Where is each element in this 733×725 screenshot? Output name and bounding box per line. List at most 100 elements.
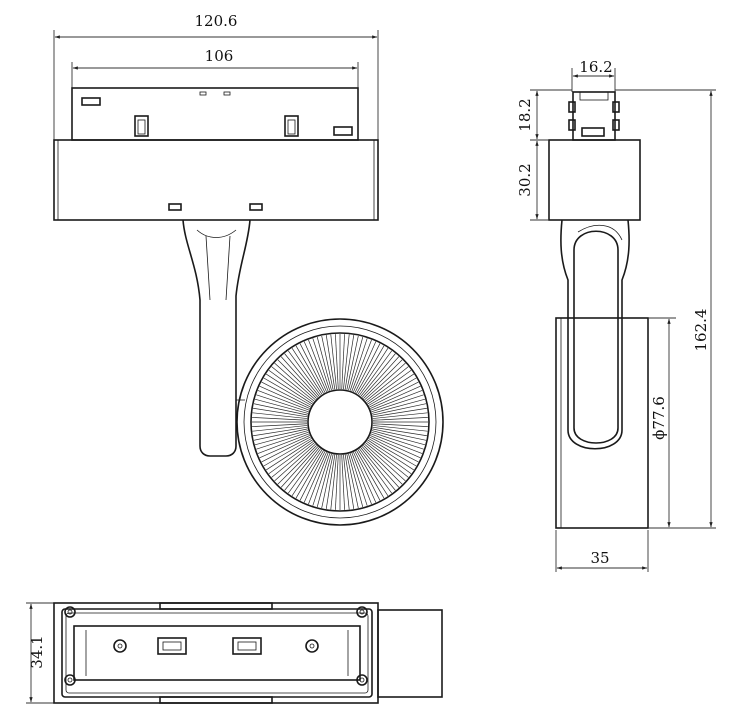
heatsink-fin xyxy=(367,373,414,405)
label-front-total-width: 120.6 xyxy=(195,12,238,30)
heatsink-fin xyxy=(254,430,309,446)
heatsink-fin xyxy=(368,377,417,406)
heatsink-fin xyxy=(343,454,350,510)
side-adapter-block xyxy=(548,139,641,221)
front-view: 120.6 106 xyxy=(53,12,444,526)
heatsink-fin xyxy=(371,431,424,450)
heatsink-fin xyxy=(369,436,419,463)
heatsink-fin xyxy=(253,407,308,418)
heatsink-fin xyxy=(370,385,421,409)
heatsink-fin xyxy=(325,454,336,509)
heatsink-fin xyxy=(335,454,339,510)
heatsink-fin xyxy=(349,453,368,506)
bottom-screws xyxy=(64,606,368,686)
heatsink-fins xyxy=(252,334,428,510)
heatsink-fin xyxy=(261,436,311,463)
heatsink-fin xyxy=(268,441,314,475)
heatsink-fin xyxy=(360,447,396,491)
heatsink-fin xyxy=(263,377,312,406)
heatsink-fin xyxy=(256,394,309,413)
heatsink-fin xyxy=(295,345,324,394)
heatsink-fin xyxy=(274,362,316,401)
heatsink-fin xyxy=(274,443,316,482)
heatsink-fin xyxy=(353,452,377,503)
heatsink-fin xyxy=(348,453,364,508)
heatsink-fin xyxy=(259,435,310,459)
heatsink-fin xyxy=(257,390,310,411)
heatsink-fin xyxy=(330,334,337,390)
heatsink-fin xyxy=(287,448,321,494)
heatsink-fin xyxy=(372,417,428,421)
driver-housing xyxy=(53,139,379,221)
label-front-rail-width: 106 xyxy=(205,47,234,65)
label-side-depth: 35 xyxy=(590,549,609,567)
side-view: 16.2 18.2 30.2 xyxy=(516,58,716,572)
heatsink-fin xyxy=(252,417,308,421)
heatsink-fin xyxy=(371,430,426,446)
heatsink-fin xyxy=(363,445,403,485)
heatsink-fin xyxy=(268,369,314,403)
heatsink-fin xyxy=(280,446,319,488)
heatsink-fin xyxy=(261,381,311,408)
heatsink-fin xyxy=(303,452,327,503)
heatsink-fin xyxy=(321,335,334,390)
heatsink-fin xyxy=(372,407,427,418)
heatsink-fin xyxy=(253,403,308,416)
heatsink-fin xyxy=(257,433,310,454)
heatsink-fin xyxy=(330,454,337,510)
heatsink-fin xyxy=(308,452,329,505)
heatsink-fin xyxy=(349,338,368,391)
heatsink-fin xyxy=(356,450,385,499)
heatsink-fin xyxy=(254,398,309,414)
side-arm xyxy=(560,219,630,450)
heatsink-fin xyxy=(361,446,400,488)
heatsink-fin xyxy=(303,341,327,392)
heatsink-fin xyxy=(372,403,427,416)
dim-side-total-height: 162.4 xyxy=(615,89,716,529)
heatsink-fin xyxy=(287,350,321,396)
heatsink-fin xyxy=(372,428,427,441)
dim-side-heights: 18.2 30.2 xyxy=(516,89,572,221)
side-connector xyxy=(568,91,620,141)
heatsink-fin xyxy=(366,441,412,475)
lamp-head xyxy=(236,318,444,526)
heatsink-fin xyxy=(312,338,331,391)
heatsink-fin xyxy=(266,373,313,405)
label-bottom-height: 34.1 xyxy=(28,635,46,668)
heatsink-fin xyxy=(308,339,329,392)
heatsink-fin xyxy=(372,425,428,432)
heatsink-fin xyxy=(369,381,419,408)
heatsink-fin xyxy=(348,336,364,391)
heatsink-fin xyxy=(356,345,385,394)
dim-side-depth: 35 xyxy=(555,530,649,572)
heatsink-fin xyxy=(316,453,332,508)
heatsink-fin xyxy=(365,442,409,478)
bottom-contacts xyxy=(157,637,262,655)
heatsink-fin xyxy=(370,390,423,411)
heatsink-fin xyxy=(291,449,323,496)
heatsink-fin xyxy=(371,394,424,413)
heatsink-fin xyxy=(284,447,320,491)
heatsink-fin xyxy=(359,448,393,494)
dim-side-diameter: ϕ77.6 xyxy=(648,317,676,528)
heatsink-fin xyxy=(360,353,396,397)
heatsink-fin xyxy=(312,453,331,506)
heatsink-fin xyxy=(370,433,423,454)
heatsink-fin xyxy=(343,334,350,390)
heatsink-fin xyxy=(357,348,389,395)
heatsink-fin xyxy=(344,335,355,390)
heatsink-fin xyxy=(291,348,323,395)
heatsink-fin xyxy=(372,412,428,419)
heatsink-fin xyxy=(354,451,381,501)
mounting-arm xyxy=(182,219,251,457)
heatsink-fin xyxy=(252,425,308,432)
dim-front-rail-width: 106 xyxy=(71,47,359,90)
label-side-total-height: 162.4 xyxy=(692,309,710,352)
heatsink-fin xyxy=(295,450,324,499)
heatsink-fin xyxy=(252,423,308,427)
heatsink-fin xyxy=(256,431,309,450)
heatsink-fin xyxy=(364,443,406,482)
heatsink-fin xyxy=(357,449,389,496)
heatsink-fin xyxy=(367,439,414,471)
